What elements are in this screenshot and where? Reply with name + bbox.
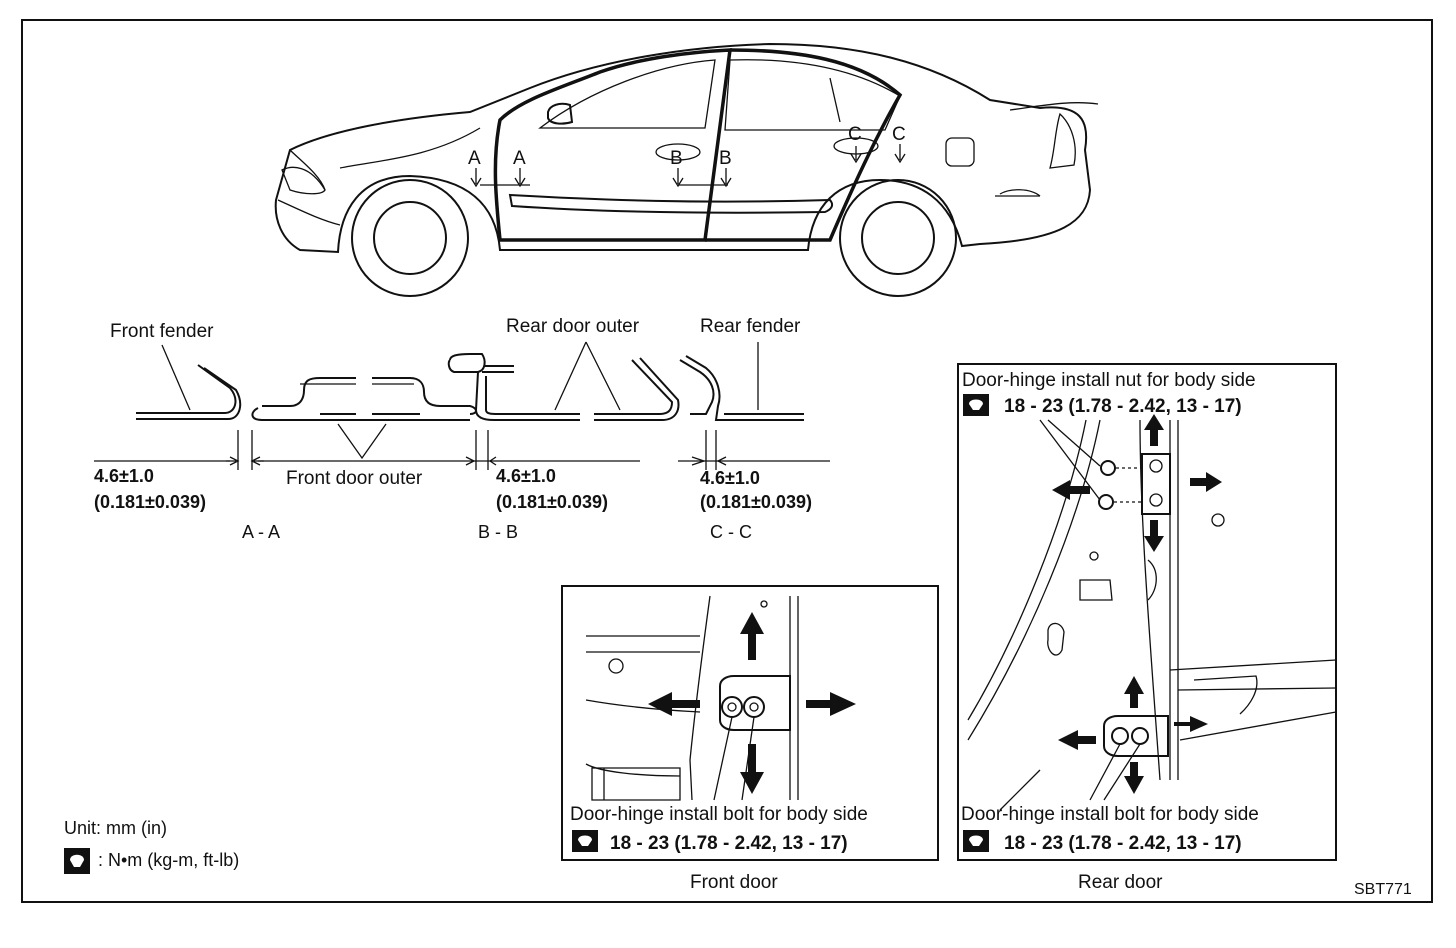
front-bolt-torque: 18 - 23 (1.78 - 2.42, 13 - 17) xyxy=(610,833,848,854)
label-rear-fender: Rear fender xyxy=(700,316,801,337)
label-front-fender: Front fender xyxy=(110,321,214,342)
label-rear-door-outer: Rear door outer xyxy=(506,316,640,337)
torque-unit-note: : N•m (kg-m, ft-lb) xyxy=(98,850,239,870)
marker-b-left: B xyxy=(670,148,683,169)
front-bolt-caption: Door-hinge install bolt for body side xyxy=(570,804,868,825)
section-c-title: C - C xyxy=(710,522,752,542)
rear-nut-torque: 18 - 23 (1.78 - 2.42, 13 - 17) xyxy=(1004,396,1242,417)
front-door-panel: Door-hinge install bolt for body side 18… xyxy=(561,585,939,893)
marker-c-right: C xyxy=(892,124,906,145)
section-b-title: B - B xyxy=(478,522,518,542)
outer-border xyxy=(21,19,1433,903)
unit-note: Unit: mm (in) xyxy=(64,818,167,838)
dim-b-mm: 4.6±1.0 xyxy=(496,466,556,486)
legend: Unit: mm (in) : N•m (kg-m, ft-lb) xyxy=(64,818,239,874)
marker-b-right: B xyxy=(719,148,732,169)
dim-a-mm: 4.6±1.0 xyxy=(94,466,154,486)
rear-nut-caption: Door-hinge install nut for body side xyxy=(962,370,1256,391)
rear-door-title: Rear door xyxy=(1078,872,1163,893)
cross-sections: Front fender Rear door outer Rear fender… xyxy=(94,316,830,542)
dim-b-in: (0.181±0.039) xyxy=(496,492,608,512)
marker-c-left: C xyxy=(848,124,862,145)
front-door-title: Front door xyxy=(690,872,778,893)
rear-door-panel: Door-hinge install nut for body side 18 … xyxy=(957,363,1337,893)
rear-bolt-torque: 18 - 23 (1.78 - 2.42, 13 - 17) xyxy=(1004,833,1242,854)
marker-a-left: A xyxy=(468,148,481,169)
dim-a-in: (0.181±0.039) xyxy=(94,492,206,512)
dim-c-mm: 4.6±1.0 xyxy=(700,468,760,488)
car-illustration: A A B B C C xyxy=(274,42,1099,297)
marker-a-right: A xyxy=(513,148,526,169)
section-a-title: A - A xyxy=(242,522,280,542)
rear-bolt-caption: Door-hinge install bolt for body side xyxy=(961,804,1259,825)
figure-code: SBT771 xyxy=(1354,881,1412,898)
label-front-door-outer: Front door outer xyxy=(286,468,423,489)
dim-c-in: (0.181±0.039) xyxy=(700,492,812,512)
